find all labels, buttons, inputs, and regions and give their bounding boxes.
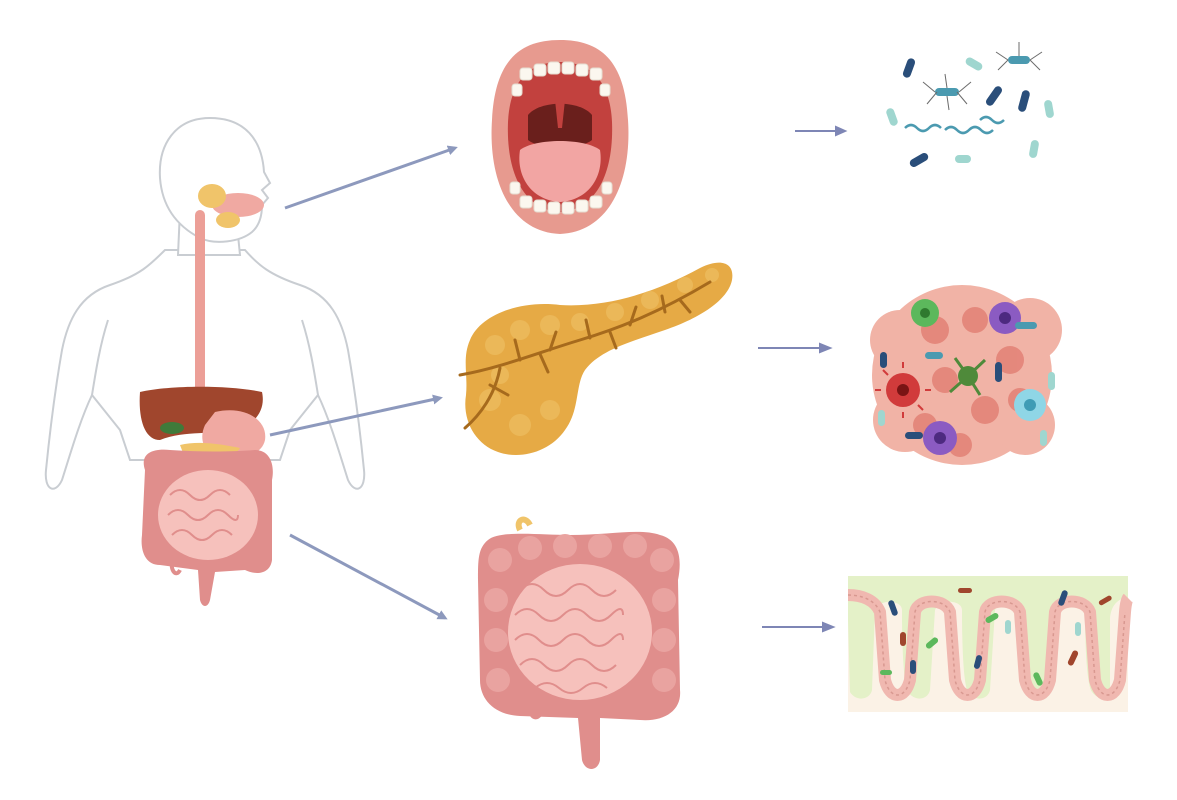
arm-line-right	[301, 319, 319, 396]
small-intestine-folds	[167, 489, 239, 541]
immune-cell-purple-top	[989, 302, 1021, 334]
immune-cell-purple-bottom	[923, 421, 957, 455]
open-mouth-icon	[491, 40, 629, 234]
tongue	[519, 141, 601, 202]
villi-epithelium-edge	[847, 594, 1126, 696]
small-intestine-large-folds	[514, 583, 624, 694]
oral-bacteria-icon	[886, 42, 1054, 167]
immune-cell-dendritic	[949, 357, 987, 396]
teeth	[509, 61, 613, 215]
appendix	[169, 559, 182, 576]
immune-cell-red	[875, 362, 931, 418]
arrow-torso-to-pancreas	[269, 394, 443, 437]
head-outline	[158, 116, 272, 243]
arrow-head-to-mouth	[284, 145, 458, 210]
gallbladder	[160, 422, 184, 434]
tumor-microenvironment-icon	[870, 285, 1062, 465]
appendix-large	[527, 699, 542, 720]
arrow-torso-to-intestine	[289, 533, 448, 620]
duodenum-stub	[515, 516, 533, 532]
arrow-intestine-to-villi	[762, 621, 836, 633]
salivary-gland-lower	[216, 212, 240, 228]
colon-haustra	[484, 534, 676, 692]
villi-bacteria	[880, 588, 1112, 686]
connector-arrows	[269, 145, 458, 620]
bacteria-rods-dark	[902, 58, 1030, 167]
pancreas-icon	[458, 262, 733, 456]
arrow-pancreas-to-tumor	[758, 342, 833, 354]
immune-cell-cyan	[1014, 389, 1046, 421]
tumor-bacteria	[878, 322, 1055, 446]
human-digestive-system-icon	[44, 116, 366, 606]
arrow-mouth-to-bacteria	[795, 125, 848, 137]
salivary-gland-upper	[198, 184, 226, 208]
spirochetes	[904, 115, 1005, 135]
bacteria-light	[886, 57, 1054, 163]
intestinal-villi-microbiota-icon	[847, 576, 1134, 712]
pancreatic-duct	[458, 280, 712, 430]
uvula	[555, 100, 565, 128]
intestine-icon	[478, 516, 681, 769]
immune-cell-green	[911, 299, 939, 327]
tumor-cells	[913, 307, 1032, 457]
bacteria-flagellated	[922, 42, 1043, 111]
arm-line-left	[91, 319, 109, 396]
small-arrows	[758, 125, 848, 633]
pancreas-texture	[479, 268, 719, 436]
